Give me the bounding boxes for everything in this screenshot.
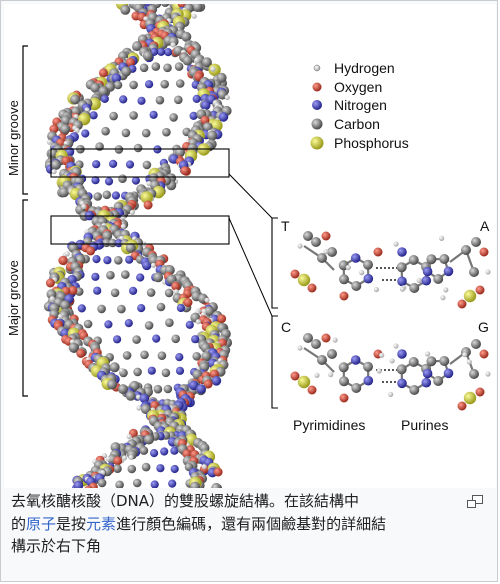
caption-text: 是按	[56, 514, 87, 533]
base-pair-callouts	[50, 148, 278, 409]
legend-nitrogen: Nitrogen	[334, 97, 387, 113]
purines-label: Purines	[401, 417, 448, 433]
base-g-label: G	[478, 319, 489, 335]
double-helix-model	[43, 4, 233, 488]
atom-link[interactable]: 原子	[26, 514, 57, 533]
atom-legend: Hydrogen Oxygen Nitrogen Carbon Phosphor…	[310, 60, 409, 151]
phosphorus-swatch	[310, 136, 324, 150]
pyrimidines-label: Pyrimidines	[293, 417, 365, 433]
nitrogen-swatch	[312, 100, 322, 110]
minor-groove-bracket: Minor groove	[6, 45, 28, 195]
figure-caption: 去氧核醣核酸（DNA）的雙股螺旋結構。在該結構中 的原子是按元素進行顏色編碼，還…	[11, 490, 489, 558]
base-pair-detail	[290, 231, 491, 411]
dna-image[interactable]: Minor groove Major groove T A C G Pyrimi	[4, 4, 496, 488]
legend-carbon: Carbon	[334, 116, 380, 132]
caption-line-3: 構示於右下角	[11, 537, 102, 555]
base-t-label: T	[281, 218, 290, 234]
minor-groove-label: Minor groove	[6, 100, 21, 176]
caption-line-1: 去氧核醣核酸（DNA）的雙股螺旋結構。在該結構中	[11, 492, 360, 510]
major-groove-bracket: Major groove	[6, 199, 28, 397]
legend-oxygen: Oxygen	[334, 79, 382, 95]
element-link[interactable]: 元素	[86, 514, 117, 533]
legend-phosphorus: Phosphorus	[334, 135, 409, 151]
caption-text: 的	[11, 514, 27, 533]
hydrogen-swatch	[313, 64, 321, 72]
dna-diagram-svg: Minor groove Major groove T A C G Pyrimi	[6, 4, 491, 488]
legend-hydrogen: Hydrogen	[334, 60, 395, 76]
enlarge-icon[interactable]	[467, 493, 483, 508]
carbon-swatch	[311, 118, 323, 130]
major-groove-label: Major groove	[6, 260, 21, 336]
base-a-label: A	[480, 218, 490, 234]
caption-text: 進行顏色編碼，還有兩個鹼基對的詳細結	[116, 514, 387, 533]
base-c-label: C	[281, 319, 291, 335]
oxygen-swatch	[312, 82, 322, 92]
